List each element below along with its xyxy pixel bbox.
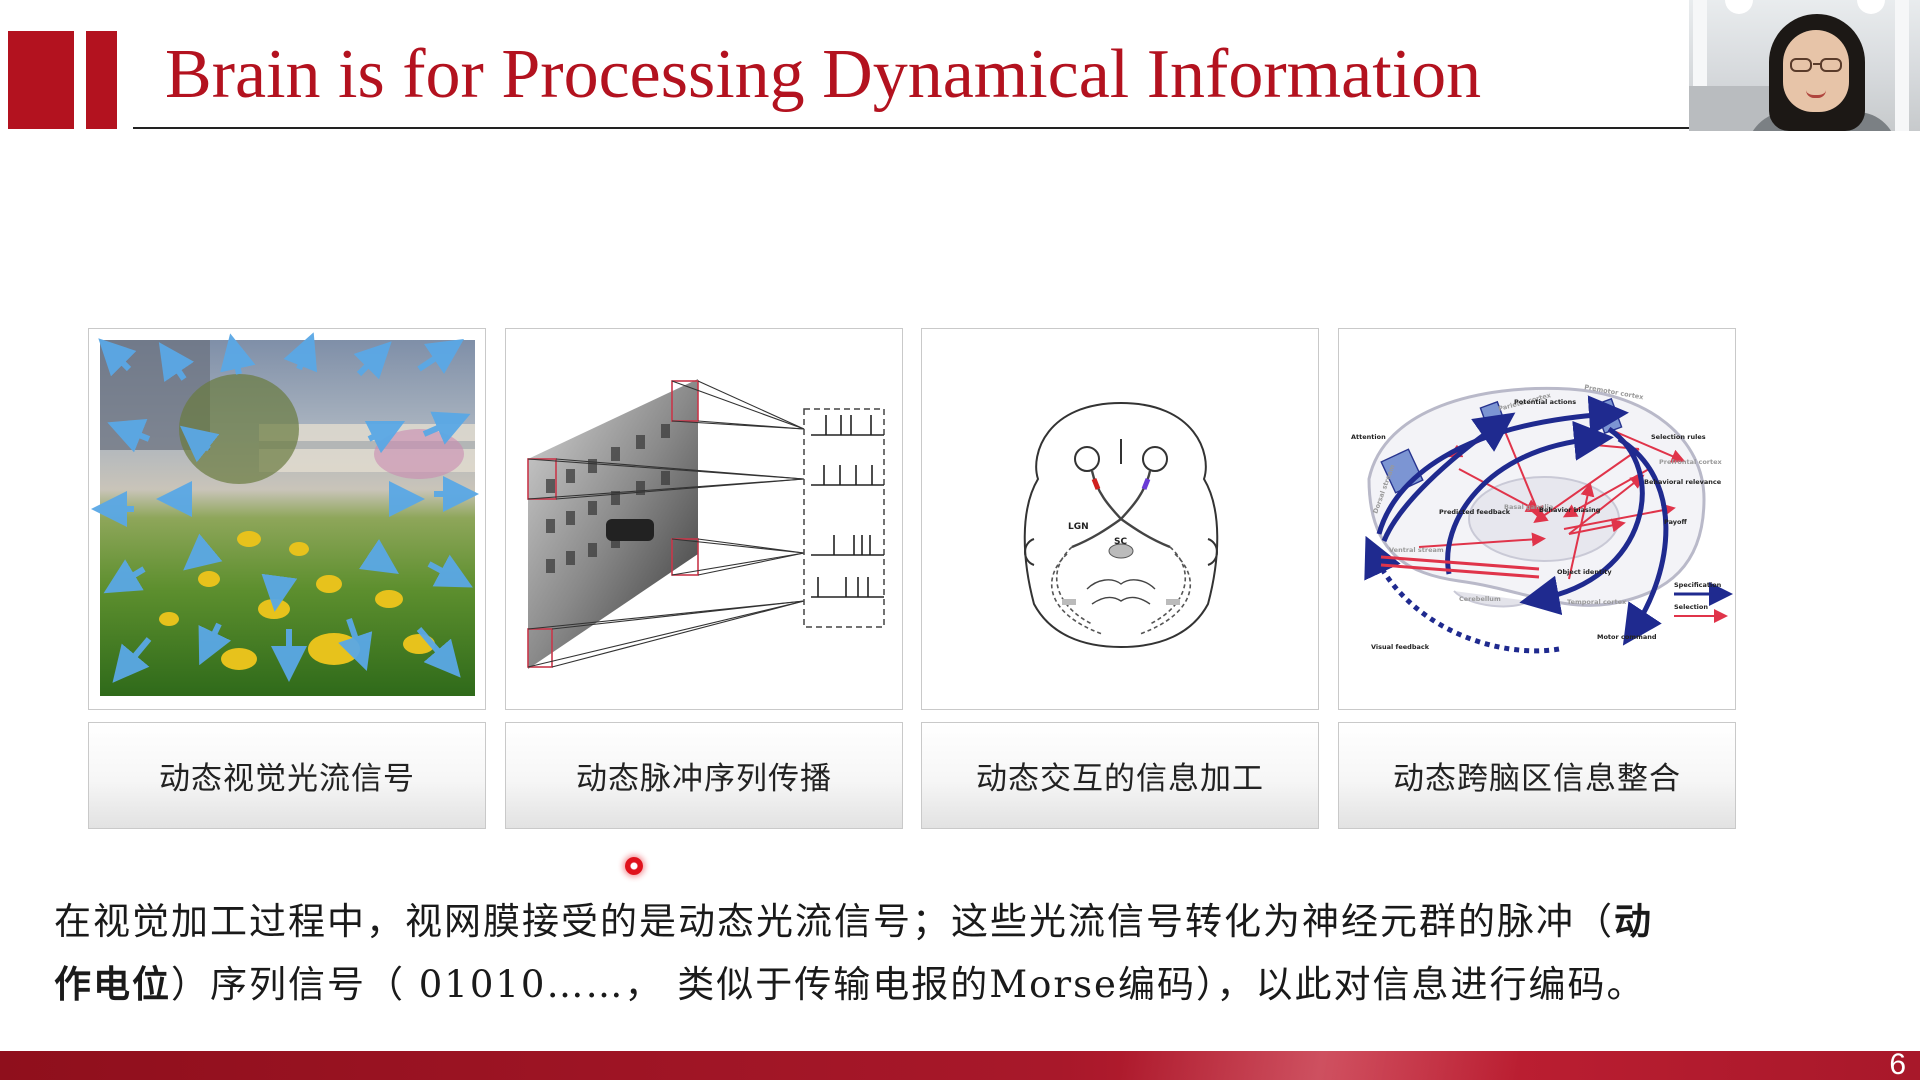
caption-text: 动态视觉光流信号 — [159, 761, 415, 797]
selection-label: Selection — [1674, 603, 1708, 611]
background-furniture — [1689, 86, 1769, 131]
panel-brain-pathway: LGN SC — [921, 328, 1319, 710]
panel-optic-flow — [88, 328, 486, 710]
cerebellum-label: Cerebellum — [1459, 595, 1501, 603]
title-accent-block — [8, 31, 74, 129]
presenter-webcam-video — [1689, 0, 1920, 131]
footer-bar — [0, 1051, 1920, 1080]
behavioral-relevance-label: Behavioral relevance — [1644, 478, 1722, 486]
caption-text: 动态交互的信息加工 — [976, 761, 1264, 797]
specification-label: Specification — [1674, 581, 1722, 589]
glasses-lens — [1820, 58, 1842, 72]
page-number: 6 — [1889, 1048, 1906, 1080]
title-underline — [133, 127, 1689, 129]
lgn-label: LGN — [1068, 522, 1089, 532]
panel-brain-network: Parietal cortex Premotor cortex Potentia… — [1338, 328, 1736, 710]
caption-text: 动态跨脑区信息整合 — [1393, 761, 1681, 797]
motor-command-label: Motor command — [1597, 633, 1657, 641]
ventral-stream-label: Ventral stream — [1389, 546, 1444, 554]
footer-highlight — [1120, 1051, 1520, 1080]
behavior-biasing-label: Behavior biasing — [1539, 506, 1601, 514]
object-identity-label: Object identity — [1557, 568, 1612, 576]
body-line-1-text: 在视觉加工过程中，视网膜接受的是动态光流信号；这些光流信号转化为神经元群的脉冲（ — [54, 900, 1614, 943]
body-line-1: 在视觉加工过程中，视网膜接受的是动态光流信号；这些光流信号转化为神经元群的脉冲（… — [54, 890, 1880, 953]
optic-flow-meadow-photo — [91, 332, 479, 696]
selection-rules-label: Selection rules — [1651, 433, 1706, 441]
window-pane — [1895, 0, 1909, 131]
potential-actions-label: Potential actions — [1514, 398, 1576, 406]
temporal-label: Temporal cortex — [1567, 598, 1627, 606]
glasses-lens — [1790, 58, 1812, 72]
attention-label: Attention — [1351, 433, 1386, 441]
body-line-2-text: ）序列信号（ 01010……， 类似于传输电报的Morse编码），以此对信息进行… — [171, 963, 1646, 1006]
caption-brain-pathway: 动态交互的信息加工 — [921, 722, 1319, 829]
caption-optic-flow: 动态视觉光流信号 — [88, 722, 486, 829]
slide-title: Brain is for Processing Dynamical Inform… — [165, 36, 1482, 113]
payoff-label: Payoff — [1664, 518, 1687, 526]
caption-text: 动态脉冲序列传播 — [576, 761, 832, 797]
visual-feedback-label: Visual feedback — [1371, 643, 1430, 651]
basal-ganglia-label: Basal ganglia — [1504, 503, 1553, 511]
body-line-1-bold: 动 — [1614, 899, 1653, 943]
body-line-2: 作电位）序列信号（ 01010……， 类似于传输电报的Morse编码），以此对信… — [54, 953, 1880, 1016]
panel-spike-train — [505, 328, 903, 710]
body-line-2-bold: 作电位 — [54, 962, 171, 1006]
presenter-mouth — [1806, 90, 1826, 98]
cross-region-brain-network-diagram: Parietal cortex Premotor cortex Potentia… — [1351, 383, 1733, 654]
glasses-bridge — [1813, 63, 1821, 65]
spike-train-encoding-diagram — [527, 379, 885, 669]
sc-label: SC — [1114, 537, 1127, 547]
ceiling-lamp — [1857, 0, 1885, 14]
brain-visual-pathway-diagram: LGN SC — [1023, 401, 1219, 649]
title-accent-block-thin — [86, 31, 117, 129]
caption-brain-network: 动态跨脑区信息整合 — [1338, 722, 1736, 829]
caption-spike-train: 动态脉冲序列传播 — [505, 722, 903, 829]
laser-pointer-icon — [625, 857, 643, 875]
prefrontal-label: Prefrontal cortex — [1659, 458, 1723, 466]
predicted-feedback-label: Predicted feedback — [1439, 508, 1511, 516]
slide-body-text: 在视觉加工过程中，视网膜接受的是动态光流信号；这些光流信号转化为神经元群的脉冲（… — [54, 890, 1880, 1016]
ceiling-lamp — [1725, 0, 1753, 14]
